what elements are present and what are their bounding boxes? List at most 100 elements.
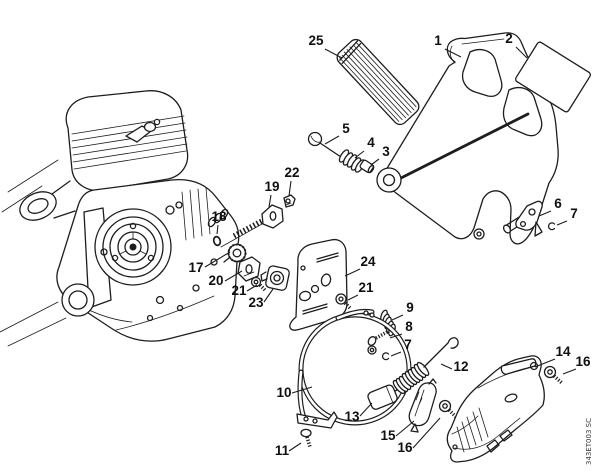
leader-line xyxy=(263,288,274,303)
hand-guard xyxy=(376,32,559,245)
callout-clip: 22 xyxy=(284,165,300,197)
callout-o-ring: 18 xyxy=(211,209,227,235)
e-clip-upper xyxy=(547,222,556,231)
callout-number: 14 xyxy=(555,344,571,359)
callout-number: 21 xyxy=(231,283,247,298)
bolt xyxy=(367,329,390,355)
leader-line xyxy=(391,314,404,321)
callout-number: 21 xyxy=(358,280,374,295)
callout-sprocket-cover: 14 xyxy=(534,344,571,368)
leader-line xyxy=(389,333,403,339)
callout-brake-band: 10 xyxy=(276,385,313,400)
callout-number: 2 xyxy=(505,31,513,46)
leader-line xyxy=(354,150,365,159)
piston-plug xyxy=(367,384,398,410)
leader-line xyxy=(347,294,359,301)
callout-number: 23 xyxy=(248,295,264,310)
callout-e-clip-upper: 7 xyxy=(556,206,578,226)
callout-e-clip-lower: 7 xyxy=(390,337,412,357)
callout-number: 4 xyxy=(367,135,375,150)
leader-line xyxy=(246,284,258,292)
screw-band xyxy=(300,428,312,448)
leader-line xyxy=(268,194,272,208)
callout-piston-plug: 13 xyxy=(344,402,373,424)
brake-band xyxy=(296,308,412,429)
callout-number: 7 xyxy=(570,206,578,221)
callout-hand-guard: 1 xyxy=(434,33,462,58)
leader-line xyxy=(370,158,380,166)
callout-grip-pad: 25 xyxy=(308,33,343,59)
callout-info-label: 2 xyxy=(505,31,528,59)
e-clip-lower xyxy=(381,352,390,361)
spark-plug xyxy=(125,118,161,143)
callout-number: 11 xyxy=(275,443,290,458)
callout-bolt: 8 xyxy=(389,319,413,339)
leader-line xyxy=(444,48,462,58)
callout-screw-cover-right: 16 xyxy=(562,354,591,375)
clip xyxy=(283,194,296,208)
leader-line xyxy=(412,417,441,449)
callout-number: 9 xyxy=(406,300,414,315)
callout-adjusting-rod: 19 xyxy=(264,179,280,208)
callout-screw-left: 21 xyxy=(231,283,258,298)
screw-lever xyxy=(438,399,458,419)
o-ring xyxy=(212,235,222,247)
info-label xyxy=(515,41,591,113)
leader-line xyxy=(344,268,361,277)
grip-pad xyxy=(336,38,420,126)
callout-number: 22 xyxy=(284,165,299,180)
callout-pivot-lever: 6 xyxy=(538,196,562,217)
callout-cover-plate: 24 xyxy=(344,254,376,277)
leader-line xyxy=(390,351,402,357)
cover-plate xyxy=(289,238,348,331)
engine-assembly xyxy=(0,90,240,347)
callout-screw-band: 11 xyxy=(275,442,302,458)
housing xyxy=(260,265,290,291)
callout-number: 19 xyxy=(264,179,279,194)
leader-line xyxy=(562,368,577,375)
callout-spring-cone: 9 xyxy=(391,300,414,321)
leader-line xyxy=(515,46,528,59)
callout-number: 1 xyxy=(434,33,442,48)
callout-number: 10 xyxy=(276,385,291,400)
leader-line xyxy=(556,220,568,226)
leader-line xyxy=(324,48,343,59)
callout-number: 12 xyxy=(453,359,468,374)
exhaust-flange xyxy=(19,180,76,221)
callout-number: 15 xyxy=(380,428,396,443)
callout-number: 16 xyxy=(575,354,591,369)
callout-number: 18 xyxy=(211,209,227,224)
callout-number: 3 xyxy=(382,144,390,159)
callout-number: 6 xyxy=(554,196,562,211)
screw-left xyxy=(250,276,268,293)
callout-adjusting-knob: 17 xyxy=(188,251,231,275)
leader-line xyxy=(359,402,373,417)
callout-sleeve: 3 xyxy=(370,144,390,166)
brake-lever xyxy=(408,378,437,433)
leader-line xyxy=(534,358,556,368)
leader-line xyxy=(324,135,340,145)
pivot-lever xyxy=(502,200,543,237)
callout-screw-lever: 16 xyxy=(397,417,441,455)
drawing-number: 343ET003 SC xyxy=(585,418,593,465)
cooling-fins xyxy=(71,115,188,170)
sleeve xyxy=(359,159,375,174)
leader-line xyxy=(440,363,453,370)
tension-spring xyxy=(388,337,459,395)
leader-line xyxy=(216,224,219,235)
screw-cover-right xyxy=(543,365,564,385)
clutch-drum xyxy=(94,208,172,286)
callout-number: 20 xyxy=(208,273,223,288)
callout-spring-small: 4 xyxy=(354,135,375,159)
callout-number: 13 xyxy=(344,409,360,424)
leader-line xyxy=(538,210,552,217)
leader-line xyxy=(288,180,292,197)
callout-number: 24 xyxy=(360,254,376,269)
leader-line xyxy=(395,420,415,437)
callout-housing: 23 xyxy=(248,288,274,310)
sprocket-cover xyxy=(446,355,545,463)
leader-line xyxy=(288,442,302,452)
